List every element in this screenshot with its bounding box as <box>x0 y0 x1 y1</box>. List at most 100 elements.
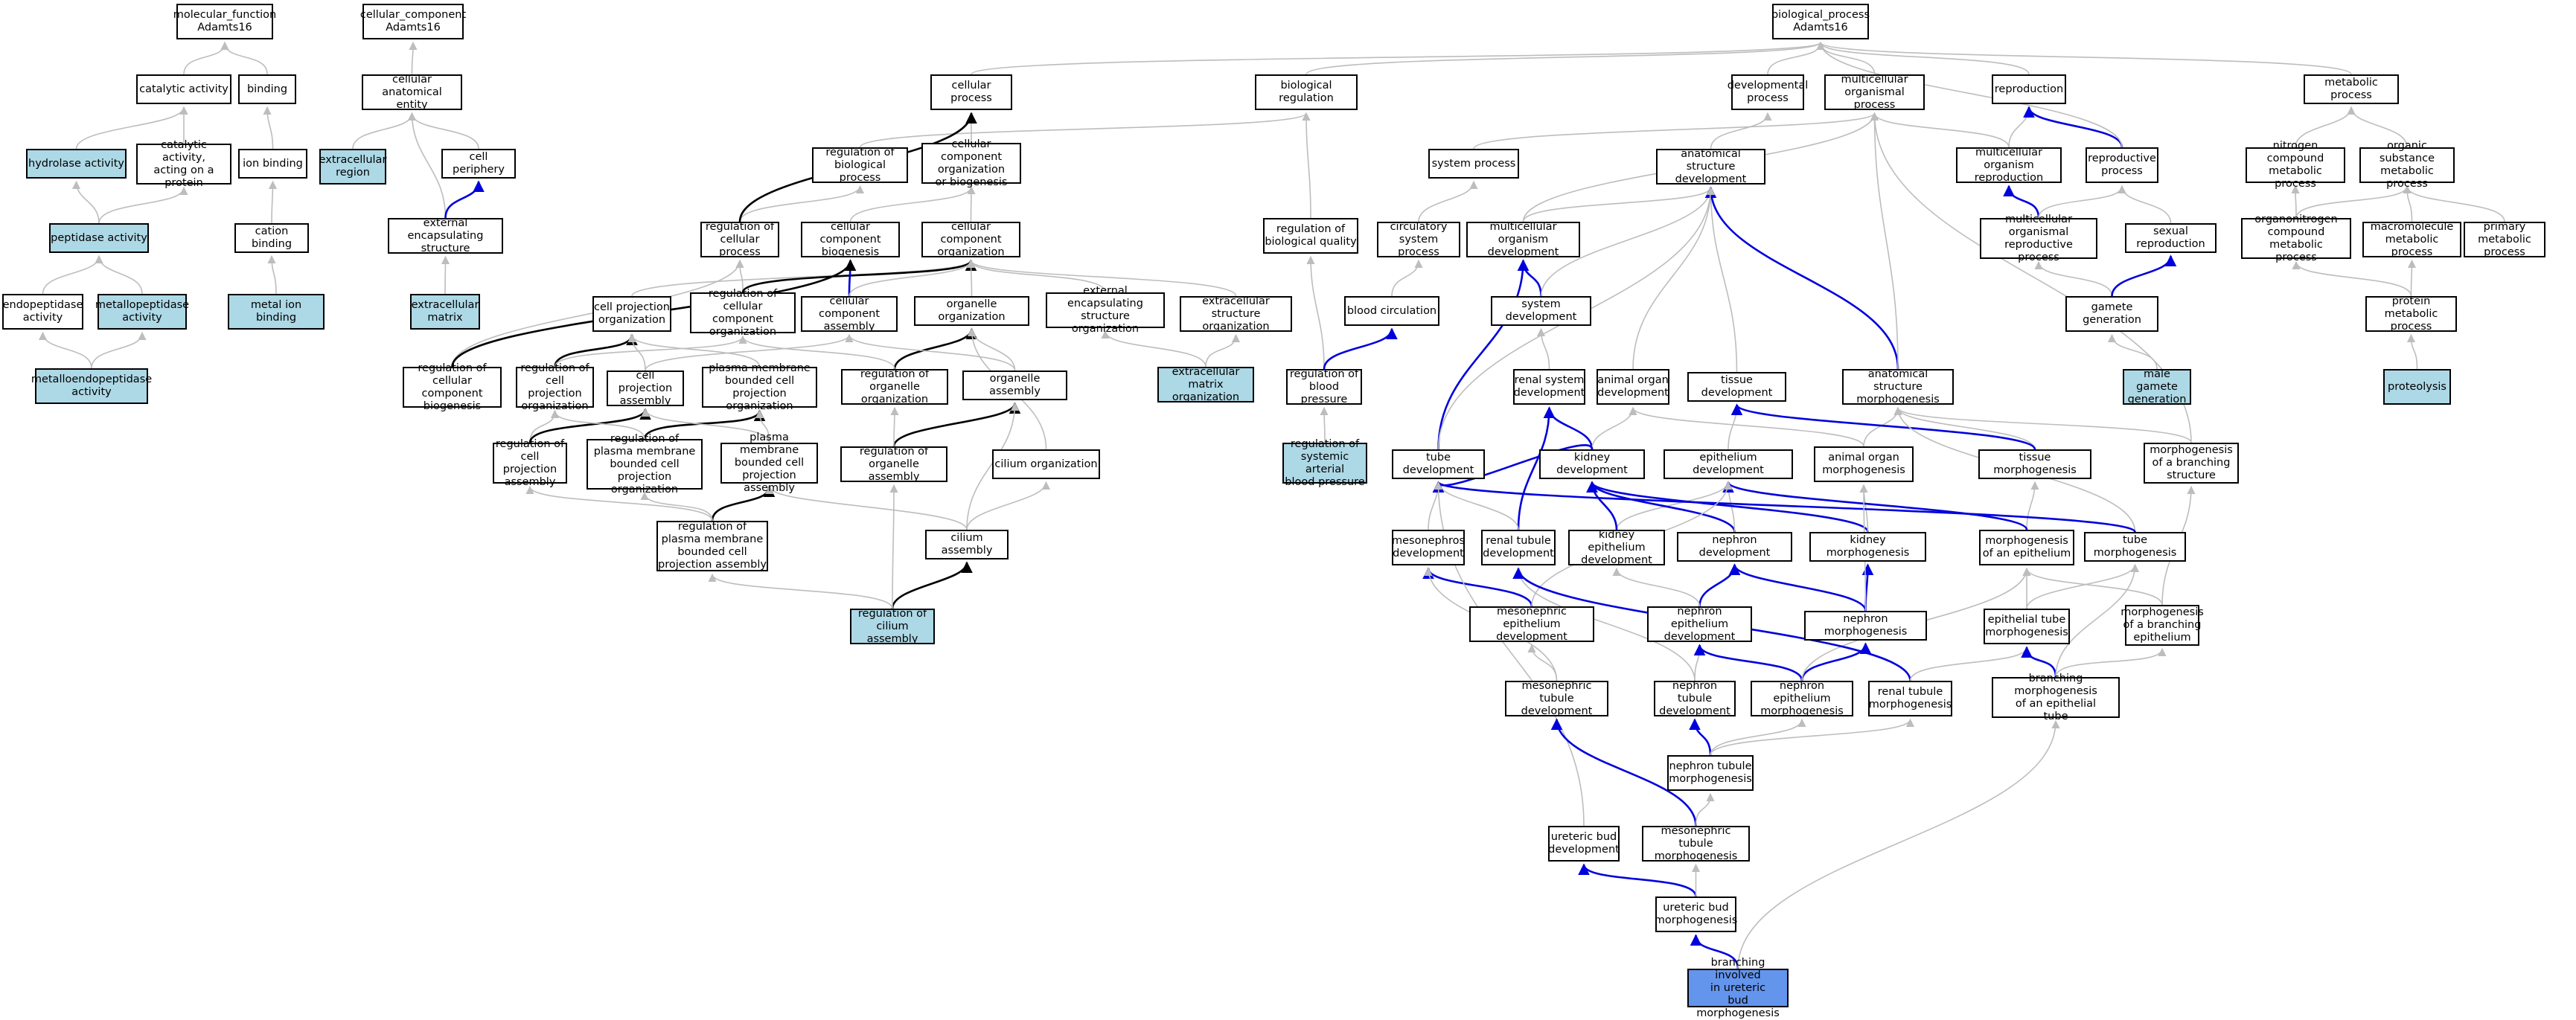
go-term-sysd[interactable]: system development <box>1491 296 1591 326</box>
go-term-catprot[interactable]: catalytic activity, acting on a protein <box>136 139 231 189</box>
go-term-mf[interactable]: molecular_function Adamts16 <box>173 4 276 39</box>
go-term-regoo[interactable]: regulation of organelle organization <box>841 368 948 405</box>
go-term-rproc[interactable]: reproductive process <box>2086 147 2158 183</box>
go-term-mor[interactable]: multicellular organism reproduction <box>1956 147 2062 184</box>
go-term-morp[interactable]: multicellular organismal reproductive pr… <box>1980 214 2097 263</box>
go-term-exmo[interactable]: extracellular matrix organization <box>1157 366 1254 403</box>
go-term-med[interactable]: mesonephric epithelium development <box>1469 606 1594 643</box>
go-term-ubd[interactable]: ureteric bud development <box>1548 826 1620 862</box>
go-term-ccbio[interactable]: cellular component biogenesis <box>801 221 900 258</box>
go-term-mtd[interactable]: mesonephric tubule development <box>1505 680 1608 717</box>
go-term-multi[interactable]: multicellular organismal process <box>1824 74 1925 111</box>
go-term-tubm[interactable]: tube morphogenesis <box>2084 532 2186 562</box>
go-term-bcirc[interactable]: blood circulation <box>1344 296 1439 326</box>
go-term-moe[interactable]: morphogenesis of an epithelium <box>1979 530 2074 565</box>
go-term-bmet[interactable]: branching morphogenesis of an epithelial… <box>1992 673 2120 722</box>
go-term-mgam[interactable]: male gamete generation <box>2123 368 2191 405</box>
go-term-tubd[interactable]: tube development <box>1392 449 1485 479</box>
go-term-orgn[interactable]: organonitrogen compound metabolic proces… <box>2241 214 2351 263</box>
go-term-nepm[interactable]: nephron morphogenesis <box>1804 611 1927 641</box>
go-term-circ[interactable]: circulatory system process <box>1377 221 1460 258</box>
go-term-ccob[interactable]: cellular component organization or bioge… <box>921 138 1021 188</box>
go-term-asd[interactable]: anatomical structure development <box>1656 148 1765 185</box>
go-term-cpa[interactable]: cell projection assembly <box>607 370 684 407</box>
go-term-sysp[interactable]: system process <box>1428 149 1519 179</box>
go-term-regbq[interactable]: regulation of biological quality <box>1263 218 1358 254</box>
go-term-cproc[interactable]: cellular process <box>930 74 1012 110</box>
go-term-ubm[interactable]: ureteric bud morphogenesis <box>1655 896 1737 932</box>
go-term-regpmba[interactable]: regulation of plasma membrane bounded ce… <box>656 521 768 571</box>
go-term-metpep[interactable]: metallopeptidase activity <box>95 294 189 330</box>
go-term-repro[interactable]: reproduction <box>1992 74 2066 104</box>
go-term-bubm[interactable]: branching involved in ureteric bud morph… <box>1687 957 1789 1019</box>
go-term-epid[interactable]: epithelium development <box>1663 449 1793 479</box>
go-term-exreg[interactable]: extracellular region <box>319 149 386 185</box>
go-term-mesod[interactable]: mesonephros development <box>1392 530 1465 565</box>
go-term-orga[interactable]: organelle assembly <box>962 371 1067 400</box>
go-term-endo[interactable]: endopeptidase activity <box>2 294 83 330</box>
go-term-regoa[interactable]: regulation of organelle assembly <box>840 446 947 483</box>
go-term-nepd[interactable]: nephron development <box>1677 532 1792 562</box>
go-term-cat[interactable]: catalytic activity <box>136 74 231 104</box>
go-term-pmbcpo[interactable]: plasma membrane bounded cell projection … <box>702 362 817 412</box>
go-term-prim[interactable]: primary metabolic process <box>2464 221 2545 258</box>
go-term-exmat[interactable]: extracellular matrix <box>410 294 480 330</box>
go-term-rsabp[interactable]: regulation of systemic arterial blood pr… <box>1282 438 1367 488</box>
go-term-bind[interactable]: binding <box>238 74 296 104</box>
go-term-ntd[interactable]: nephron tubule development <box>1654 680 1736 717</box>
go-term-srep[interactable]: sexual reproduction <box>2125 223 2217 253</box>
go-term-mod[interactable]: multicellular organism development <box>1466 221 1580 258</box>
go-term-eeso[interactable]: external encapsulating structure organiz… <box>1046 285 1165 335</box>
go-term-cca[interactable]: cellular component assembly <box>801 295 898 333</box>
go-term-regpmb[interactable]: regulation of plasma membrane bounded ce… <box>587 433 703 495</box>
go-term-orgo[interactable]: organelle organization <box>914 296 1029 326</box>
go-term-mobe[interactable]: morphogenesis of a branching epithelium <box>2120 605 2204 646</box>
go-term-hyd[interactable]: hydrolase activity <box>26 149 127 179</box>
go-term-gam[interactable]: gamete generation <box>2065 296 2158 332</box>
go-term-ccorg[interactable]: cellular component organization <box>921 221 1020 258</box>
go-term-cpo[interactable]: cell projection organization <box>592 296 671 332</box>
go-term-kidd[interactable]: kidney development <box>1539 449 1645 479</box>
go-term-ntm[interactable]: nephron tubule morphogenesis <box>1667 755 1754 791</box>
go-term-devp[interactable]: developmental process <box>1728 74 1808 110</box>
go-term-aom[interactable]: animal organ morphogenesis <box>1814 446 1914 482</box>
go-term-pep[interactable]: peptidase activity <box>49 223 149 253</box>
go-term-metab[interactable]: metabolic process <box>2304 74 2399 104</box>
go-term-tisd[interactable]: tissue development <box>1687 372 1786 402</box>
go-term-etm[interactable]: epithelial tube morphogenesis <box>1984 609 2070 644</box>
go-term-ees[interactable]: external encapsulating structure <box>388 217 503 254</box>
go-term-catb[interactable]: cation binding <box>234 223 309 253</box>
go-term-macro[interactable]: macromolecule metabolic process <box>2362 221 2461 258</box>
go-term-cc[interactable]: cellular_component Adamts16 <box>360 4 466 39</box>
go-term-rtm[interactable]: renal tubule morphogenesis <box>1868 681 1952 716</box>
go-term-tism[interactable]: tissue morphogenesis <box>1978 449 2091 479</box>
go-term-regcpa[interactable]: regulation of cell projection assembly <box>493 438 567 488</box>
go-term-metendo[interactable]: metalloendopeptidase activity <box>31 368 152 404</box>
go-term-rsd[interactable]: renal system development <box>1513 369 1585 405</box>
go-term-mobs[interactable]: morphogenesis of a branching structure <box>2144 443 2239 484</box>
go-term-metion[interactable]: metal ion binding <box>228 294 325 330</box>
go-term-cae[interactable]: cellular anatomical entity <box>362 74 462 111</box>
go-term-ncm[interactable]: nitrogen compound metabolic process <box>2246 140 2345 190</box>
go-term-regcco[interactable]: regulation of cellular component organiz… <box>690 288 796 338</box>
go-term-aod[interactable]: animal organ development <box>1597 369 1669 405</box>
go-term-kidm[interactable]: kidney morphogenesis <box>1809 532 1926 562</box>
go-term-proteo[interactable]: proteolysis <box>2383 369 2451 405</box>
go-term-cperi[interactable]: cell periphery <box>441 149 516 179</box>
go-term-breg[interactable]: biological regulation <box>1255 74 1358 110</box>
go-term-prot[interactable]: protein metabolic process <box>2365 295 2457 333</box>
go-term-bp[interactable]: biological_process Adamts16 <box>1771 4 1870 39</box>
go-term-regccb[interactable]: regulation of cellular component biogene… <box>403 362 502 412</box>
go-term-ked[interactable]: kidney epithelium development <box>1568 529 1665 566</box>
go-term-regcp[interactable]: regulation of cellular process <box>700 221 779 258</box>
go-term-rtd[interactable]: renal tubule development <box>1481 530 1556 565</box>
go-term-ned[interactable]: nephron epithelium development <box>1647 606 1752 643</box>
go-term-mtm[interactable]: mesonephric tubule morphogenesis <box>1642 825 1750 862</box>
go-term-cila[interactable]: cilium assembly <box>925 530 1009 559</box>
go-term-regcpo[interactable]: regulation of cell projection organizati… <box>516 362 594 412</box>
go-term-regbp[interactable]: regulation of biological process <box>812 147 908 184</box>
go-term-cilo[interactable]: cilium organization <box>992 449 1100 479</box>
go-term-ionb[interactable]: ion binding <box>238 149 307 179</box>
go-term-nem[interactable]: nephron epithelium morphogenesis <box>1751 680 1853 717</box>
go-term-asm[interactable]: anatomical structure morphogenesis <box>1842 368 1954 405</box>
